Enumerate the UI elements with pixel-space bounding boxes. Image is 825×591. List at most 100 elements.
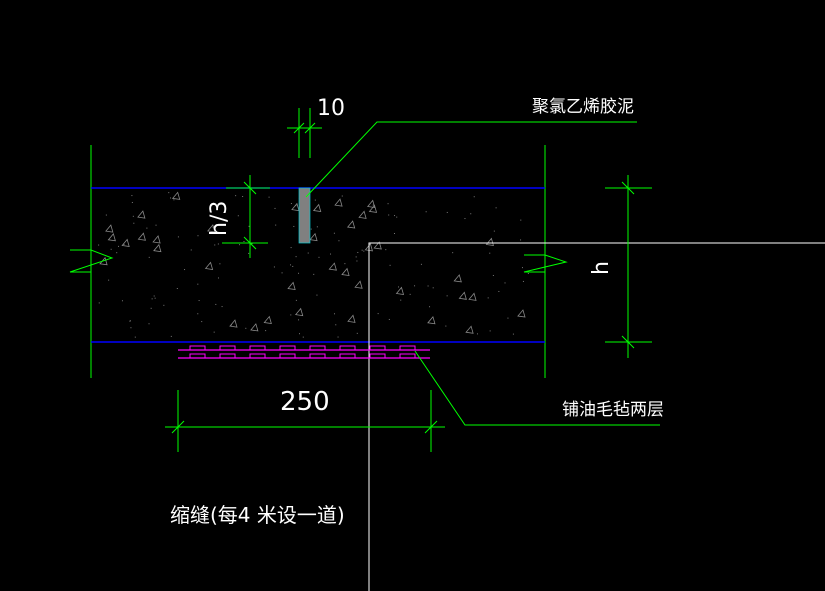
aggregate-stone — [341, 267, 350, 277]
aggregate-dot — [521, 267, 523, 269]
aggregate-dot — [290, 203, 292, 205]
aggregate-dot — [230, 324, 232, 326]
aggregate-dot — [273, 266, 275, 268]
aggregate-dot — [108, 279, 110, 281]
aggregate-dot — [197, 313, 199, 315]
aggregate-stone — [395, 286, 405, 295]
aggregate-stone — [263, 315, 272, 325]
aggregate-stone — [453, 274, 462, 283]
aggregate-dot — [235, 195, 237, 197]
aggregate-dot — [396, 216, 398, 218]
aggregate-dot — [335, 324, 337, 326]
aggregate-dot — [239, 244, 241, 246]
aggregate-dot — [151, 298, 153, 300]
aggregate-dot — [281, 272, 283, 274]
aggregate-dot — [217, 277, 219, 279]
aggregate-dot — [298, 272, 300, 274]
aggregate-stone — [346, 220, 356, 229]
aggregate-dot — [498, 290, 500, 292]
aggregate-dot — [355, 256, 357, 258]
aggregate-dot — [520, 219, 522, 221]
felt-dash — [309, 345, 326, 351]
aggregate-dot — [504, 282, 506, 284]
aggregate-dot — [302, 336, 304, 338]
aggregate-dot — [522, 280, 524, 282]
aggregate-dot — [356, 260, 358, 262]
aggregate-stone — [517, 309, 526, 318]
aggregate-dot — [385, 249, 387, 251]
aggregate-dot — [213, 331, 215, 333]
aggregate-dot — [173, 199, 175, 201]
aggregate-dot — [248, 252, 250, 254]
aggregate-dot — [377, 313, 379, 315]
aggregate-dot — [394, 215, 396, 217]
aggregate-stone — [204, 261, 214, 270]
aggregate-dot — [512, 333, 514, 335]
dimension-joint-width-text: 10 — [317, 96, 345, 121]
aggregate-dot — [268, 196, 270, 198]
aggregate-dot — [293, 225, 295, 227]
aggregate-dot — [290, 314, 292, 316]
aggregate-dot — [197, 235, 199, 237]
aggregate-stone — [347, 314, 356, 323]
aggregate-dot — [388, 214, 390, 216]
aggregate-stone — [358, 210, 367, 219]
felt-dash — [399, 345, 416, 351]
dimension-joint-width — [287, 108, 322, 158]
aggregate-dot — [170, 197, 172, 199]
aggregate-dot — [129, 320, 131, 322]
aggregate-dot — [245, 327, 247, 329]
aggregate-stone — [366, 199, 376, 208]
aggregate-dot — [470, 213, 472, 215]
aggregate-stone — [309, 232, 318, 242]
aggregate-dot — [344, 263, 346, 265]
aggregate-dot — [154, 297, 156, 299]
leader-felt — [414, 350, 660, 426]
felt-dash — [249, 345, 266, 351]
aggregate-dot — [132, 215, 134, 217]
aggregate-dot — [265, 330, 267, 332]
aggregate-dot — [217, 243, 219, 245]
aggregate-stone — [334, 198, 343, 207]
aggregate-stone — [291, 202, 300, 212]
break-symbol-left — [69, 249, 114, 273]
aggregate-stone — [207, 224, 216, 233]
aggregate-dot — [356, 332, 358, 334]
aggregate-dot — [292, 265, 294, 267]
joint-sealant — [298, 187, 311, 244]
aggregate-stone — [250, 323, 259, 332]
dimension-joint-depth — [222, 175, 270, 258]
aggregate-dot — [130, 327, 132, 329]
aggregate-dot — [361, 249, 363, 251]
concrete-aggregate-pattern — [98, 191, 529, 338]
aggregate-dot — [489, 252, 491, 254]
oil-felt-layers — [178, 345, 430, 359]
label-sealant: 聚氯乙烯胶泥 — [532, 97, 634, 117]
aggregate-stone — [105, 224, 114, 233]
aggregate-dot — [414, 285, 416, 287]
aggregate-dot — [307, 252, 309, 254]
felt-dash — [279, 345, 296, 351]
aggregate-dot — [388, 318, 390, 320]
aggregate-dot — [219, 263, 221, 265]
aggregate-dot — [341, 195, 343, 197]
aggregate-dot — [389, 264, 391, 266]
aggregate-dot — [248, 225, 250, 227]
aggregate-dot — [168, 192, 170, 194]
aggregate-stone — [485, 237, 494, 246]
aggregate-dot — [432, 287, 434, 289]
dimension-felt-width-text: 250 — [280, 387, 330, 417]
aggregate-dot — [425, 211, 427, 213]
aggregate-dot — [446, 211, 448, 213]
aggregate-dot — [295, 299, 297, 301]
aggregate-stone — [171, 191, 181, 200]
aggregate-dot — [148, 323, 150, 325]
aggregate-dot — [290, 264, 292, 266]
aggregate-dot — [251, 243, 253, 245]
aggregate-stone — [137, 232, 146, 241]
aggregate-dot — [357, 251, 359, 253]
aggregate-stone — [328, 262, 337, 271]
aggregate-dot — [316, 226, 318, 228]
aggregate-dot — [427, 285, 429, 287]
